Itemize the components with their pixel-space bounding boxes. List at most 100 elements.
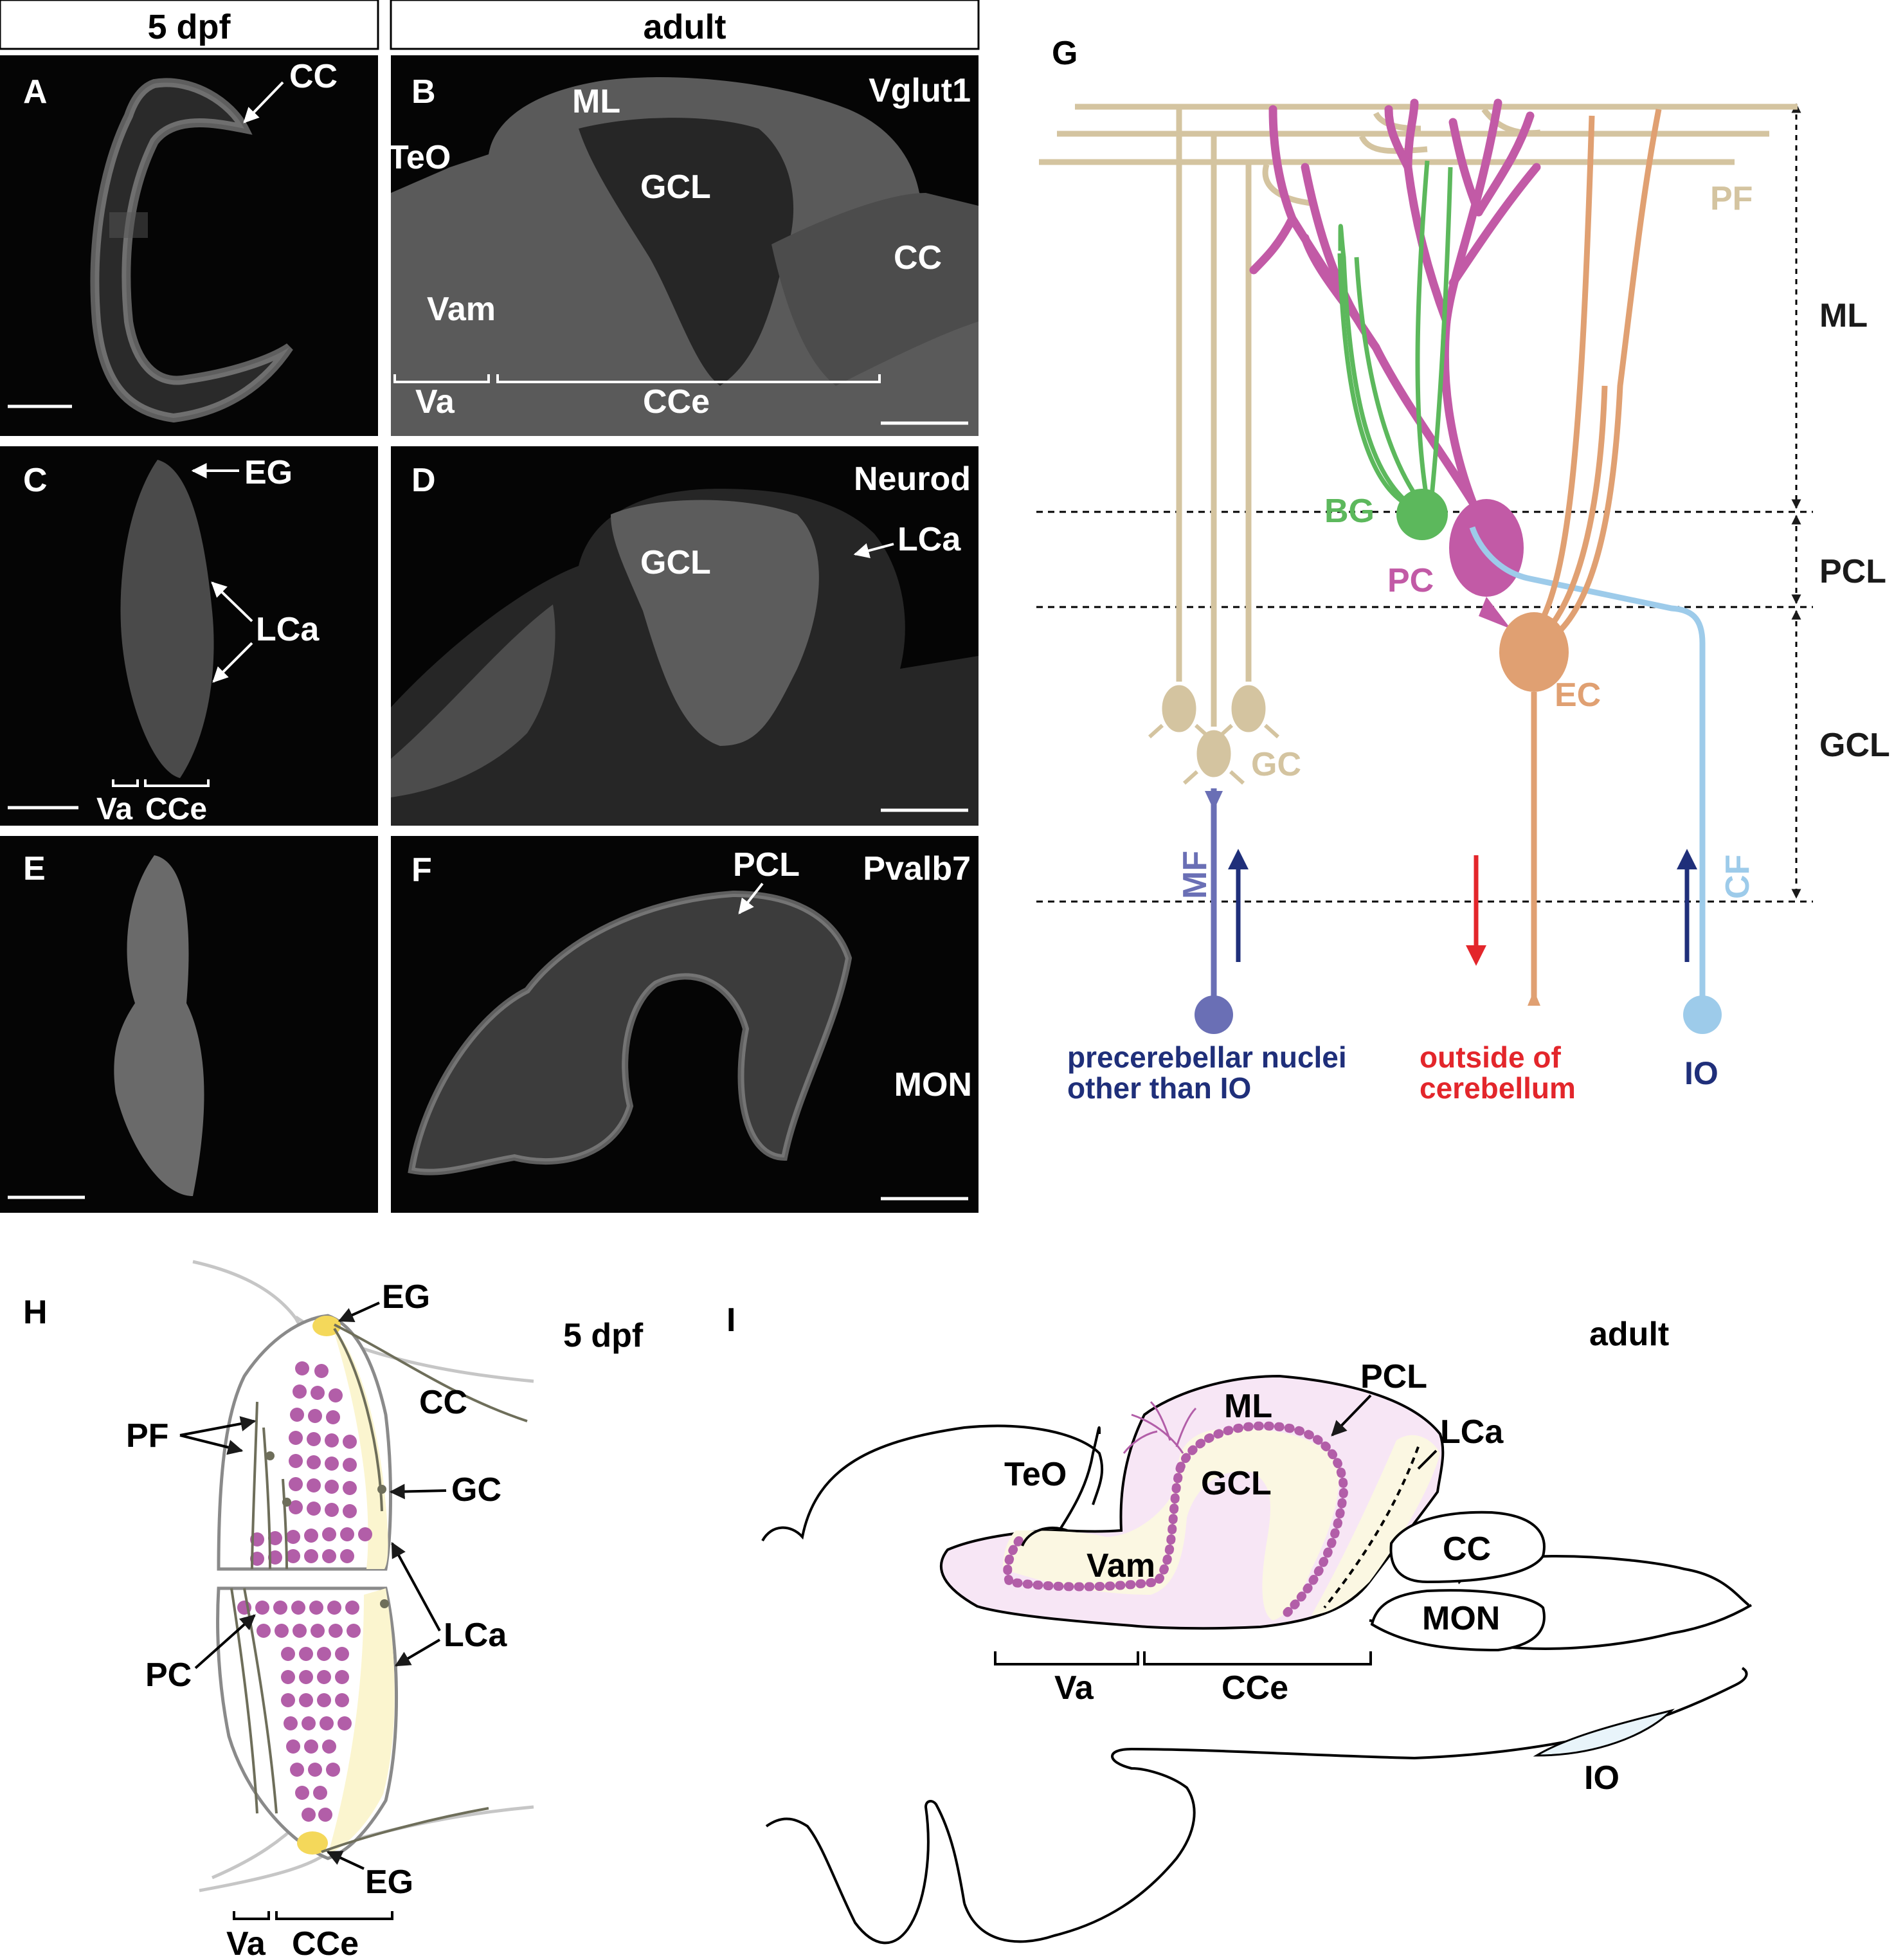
panel-f-tissue bbox=[408, 890, 852, 1175]
panel-b-label-teo: TeO bbox=[388, 139, 451, 176]
i-label-lca: LCa bbox=[1440, 1413, 1504, 1451]
panel-i-stage: adult bbox=[1589, 1316, 1669, 1353]
eurydendroid-dendrites bbox=[1534, 109, 1662, 640]
panel-b-label-va: Va bbox=[415, 383, 455, 421]
h-label-lca: LCa bbox=[444, 1617, 507, 1654]
header-5dpf-text: 5 dpf bbox=[148, 8, 231, 46]
h-label-cc: CC bbox=[419, 1384, 467, 1421]
header-5dpf: 5 dpf bbox=[0, 0, 379, 50]
label-pf: PF bbox=[1710, 180, 1753, 217]
pcl-line bbox=[1003, 1421, 1349, 1619]
i-label-ml: ML bbox=[1224, 1388, 1272, 1425]
i-label-pcl: PCL bbox=[1360, 1358, 1427, 1395]
bergmann-glia-cell-body bbox=[1396, 489, 1448, 540]
i-label-va: Va bbox=[1054, 1669, 1094, 1707]
panel-f-label-pcl: PCL bbox=[733, 846, 800, 884]
precerebellar-neuron bbox=[1195, 995, 1233, 1034]
purkinje-dots bbox=[237, 1361, 372, 1822]
panel-a-label-cc: CC bbox=[289, 58, 338, 95]
i-label-cc: CC bbox=[1443, 1530, 1491, 1568]
h-label-eg-top: EG bbox=[382, 1278, 430, 1316]
label-pc: PC bbox=[1387, 562, 1434, 599]
eg-bottom bbox=[297, 1831, 328, 1855]
panel-h: H 5 dpf bbox=[23, 1260, 644, 1960]
panel-d-label-gcl: GCL bbox=[640, 544, 711, 581]
panel-d-stain: Neurod bbox=[854, 460, 971, 498]
h-label-cce: CCe bbox=[292, 1925, 359, 1960]
cc-region bbox=[1389, 1511, 1546, 1584]
source-ec-line1: outside of bbox=[1420, 1040, 1561, 1074]
panel-b-stain: Vglut1 bbox=[869, 72, 971, 109]
panel-g: G ML PCL GCL PF bbox=[1036, 35, 1890, 1105]
panel-e-tissue bbox=[114, 855, 204, 1196]
panel-b-label-cc: CC bbox=[894, 239, 942, 277]
i-label-gcl: GCL bbox=[1201, 1465, 1272, 1502]
layer-label-ml: ML bbox=[1819, 297, 1868, 334]
source-cf: IO bbox=[1684, 1055, 1718, 1091]
panel-b-label-vam: Vam bbox=[427, 291, 496, 328]
panel-b: B Vglut1 ML TeO GCL CC Vam Va CCe bbox=[388, 55, 979, 436]
panel-d-label-lca: LCa bbox=[897, 521, 961, 558]
panel-e: E bbox=[0, 836, 378, 1213]
source-mf-line1: precerebellar nuclei bbox=[1067, 1040, 1347, 1074]
h-label-eg-bottom: EG bbox=[365, 1864, 413, 1901]
mon-region bbox=[1370, 1589, 1546, 1652]
panel-a-letter: A bbox=[23, 73, 48, 111]
purkinje-dendrites bbox=[1249, 98, 1541, 506]
climbing-fiber bbox=[1469, 526, 1706, 1006]
i-label-mon: MON bbox=[1422, 1600, 1500, 1637]
panel-c-tissue bbox=[120, 460, 214, 778]
header-adult-text: adult bbox=[644, 8, 726, 46]
layer-label-gcl: GCL bbox=[1819, 727, 1890, 764]
i-label-teo: TeO bbox=[1004, 1456, 1067, 1493]
panel-f: F Pvalb7 PCL MON bbox=[391, 836, 979, 1213]
panel-f-label-mon: MON bbox=[894, 1066, 972, 1103]
panel-h-letter: H bbox=[23, 1294, 48, 1331]
h-label-gc: GC bbox=[451, 1471, 501, 1509]
panel-c: C EG LCa Va CCe bbox=[0, 446, 378, 826]
panel-a: A CC bbox=[0, 55, 378, 436]
label-bg: BG bbox=[1324, 493, 1375, 530]
panel-d: D Neurod GCL LCa bbox=[391, 446, 979, 826]
header-adult: adult bbox=[390, 0, 980, 50]
label-gc: GC bbox=[1251, 746, 1301, 783]
eg-top bbox=[312, 1316, 341, 1336]
label-cf: CF bbox=[1719, 855, 1756, 899]
panel-f-letter: F bbox=[411, 851, 432, 889]
i-label-vam: Vam bbox=[1087, 1547, 1155, 1584]
panel-a-tissue bbox=[90, 78, 293, 423]
source-ec-line2: cerebellum bbox=[1420, 1071, 1576, 1105]
panel-h-stage: 5 dpf bbox=[563, 1317, 644, 1354]
h-label-pf: PF bbox=[126, 1417, 168, 1455]
panel-b-label-gcl: GCL bbox=[640, 168, 711, 206]
source-mf-line2: other than IO bbox=[1067, 1071, 1251, 1105]
panel-c-label-lca: LCa bbox=[256, 611, 320, 648]
eurydendroid-cell-body bbox=[1499, 612, 1569, 692]
panel-b-label-ml: ML bbox=[572, 83, 620, 120]
label-mf: MF bbox=[1177, 851, 1214, 899]
panel-c-label-cce: CCe bbox=[145, 792, 207, 826]
panel-d-letter: D bbox=[411, 462, 436, 499]
panel-i: I adult PCL ML LCa TeO GCL bbox=[726, 1302, 1753, 1945]
panel-f-stain: Pvalb7 bbox=[863, 850, 971, 887]
panel-c-letter: C bbox=[23, 462, 48, 499]
pc-dendrite-tree bbox=[1123, 1401, 1197, 1454]
io-neuron bbox=[1683, 995, 1722, 1034]
granule-cell-axons bbox=[1176, 107, 1252, 727]
i-label-cce: CCe bbox=[1222, 1669, 1288, 1707]
panel-c-label-va: Va bbox=[96, 792, 132, 826]
panel-i-letter: I bbox=[726, 1302, 735, 1339]
h-fibers bbox=[230, 1323, 528, 1853]
panel-b-label-cce: CCe bbox=[643, 383, 710, 421]
label-ec: EC bbox=[1555, 676, 1601, 714]
layer-label-pcl: PCL bbox=[1819, 553, 1886, 590]
i-label-io: IO bbox=[1584, 1759, 1619, 1797]
parallel-fibers bbox=[1039, 104, 1798, 206]
h-label-va: Va bbox=[226, 1925, 266, 1960]
panel-c-label-eg: EG bbox=[244, 454, 293, 491]
panel-e-letter: E bbox=[23, 850, 46, 887]
panel-g-letter: G bbox=[1052, 35, 1078, 72]
panel-b-letter: B bbox=[411, 73, 436, 111]
direction-arrows bbox=[1228, 849, 1697, 966]
